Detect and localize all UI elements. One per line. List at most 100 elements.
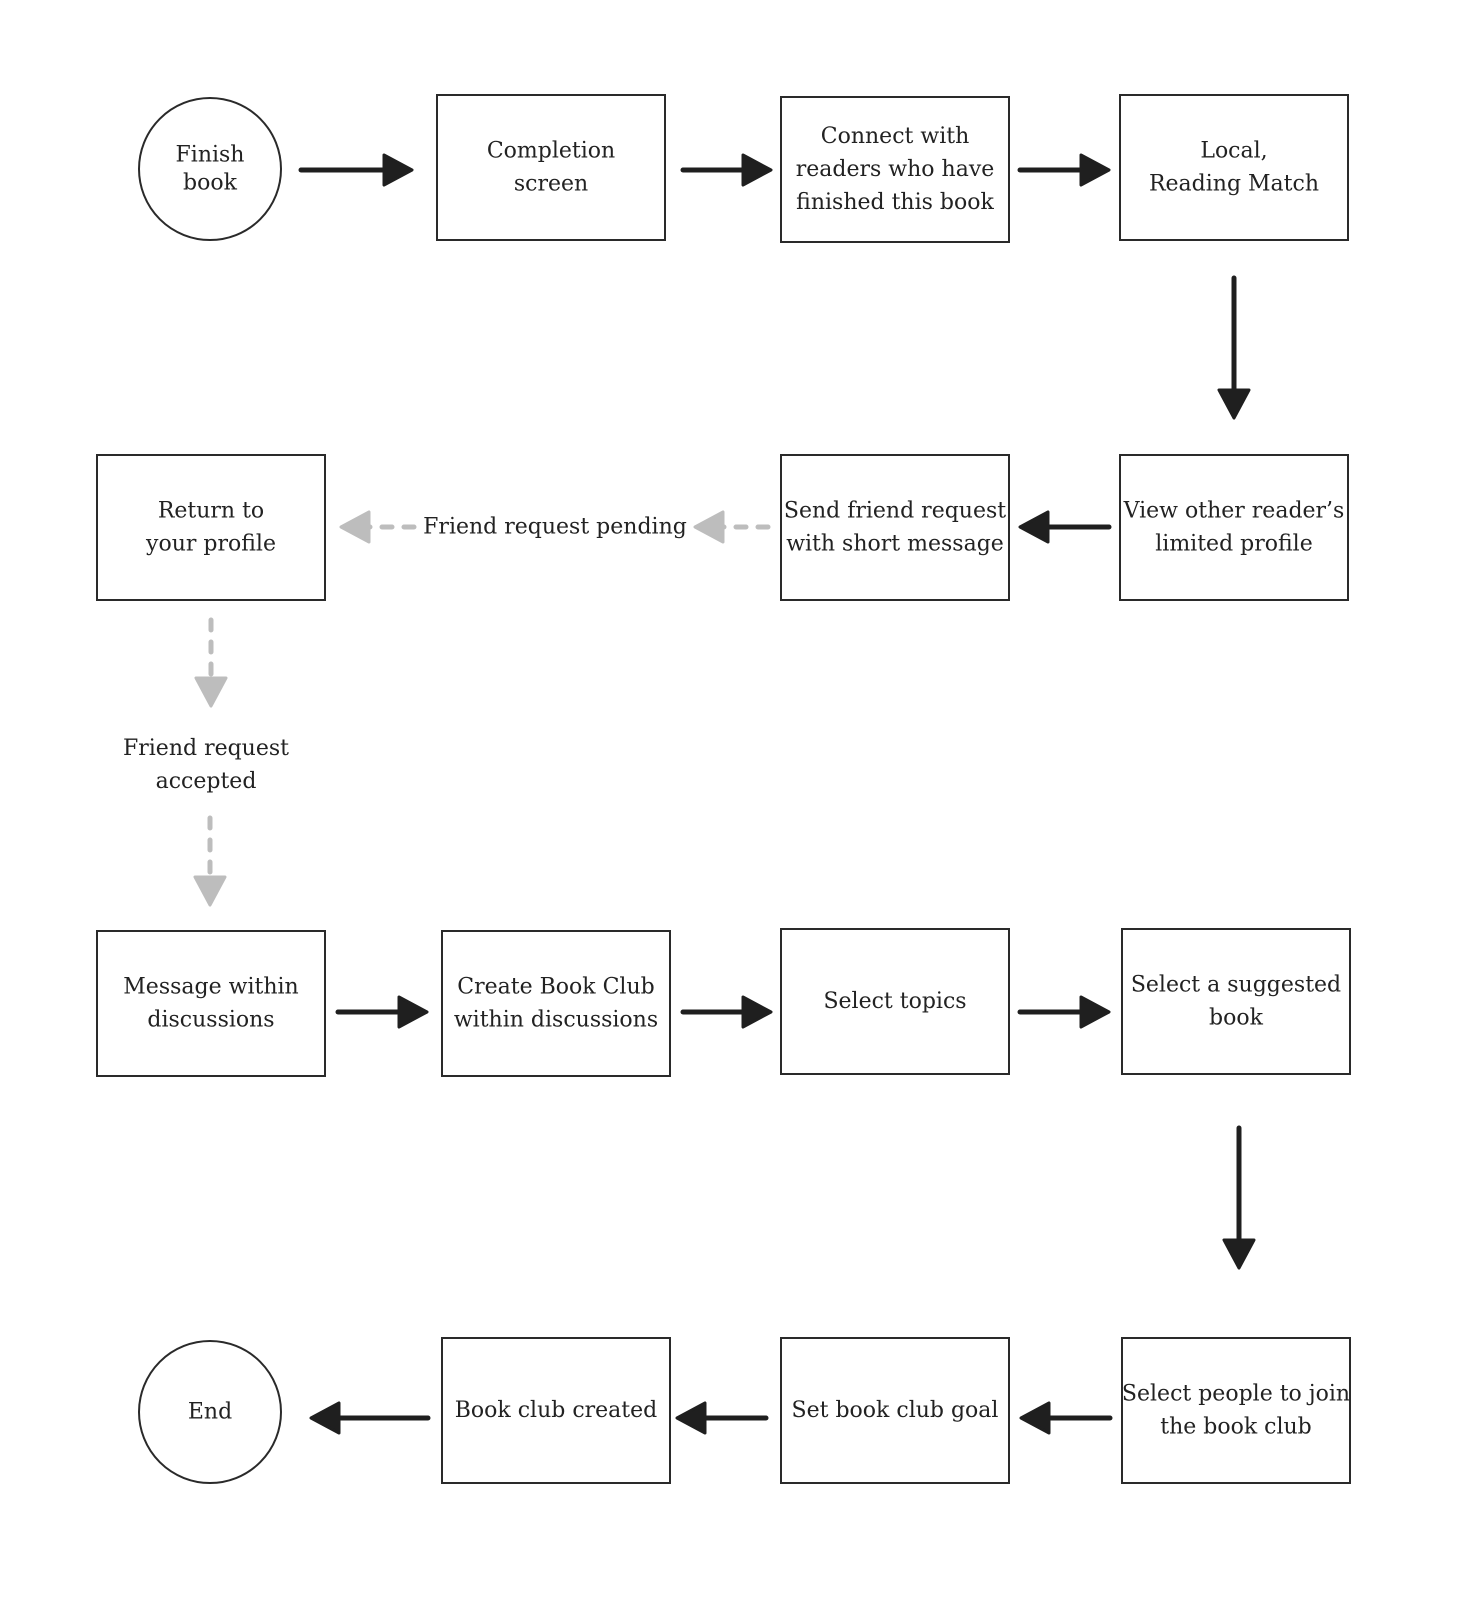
book-club-created-line-1: Book club created xyxy=(455,1398,658,1423)
arrow-return-to-profile-to-friend-request-accepted xyxy=(194,617,228,708)
connect-readers-box xyxy=(780,96,1010,243)
send-friend-request-line-2: with short message xyxy=(786,532,1004,557)
arrowhead-icon xyxy=(309,1401,341,1435)
friend-request-accepted-line-1: Friend request xyxy=(123,736,289,761)
edges-layer xyxy=(193,153,1256,1435)
local-reading-match-box xyxy=(1119,94,1349,241)
completion-screen-box xyxy=(436,94,666,241)
set-book-club-goal-node: Set book club goal xyxy=(780,1337,1010,1484)
book-club-created-text: Book club created xyxy=(455,1398,658,1423)
arrowhead-icon xyxy=(741,995,773,1029)
finish-book-node: Finish book xyxy=(138,97,282,241)
set-book-club-goal-box xyxy=(780,1337,1010,1484)
arrow-send-friend-request-to-friend-request-pending xyxy=(693,510,771,544)
arrowhead-icon xyxy=(741,153,773,187)
arrowhead-icon xyxy=(1222,1238,1256,1270)
arrow-view-limited-profile-to-send-friend-request xyxy=(1018,510,1112,544)
connect-readers-text: Connect with readers who have finished thi… xyxy=(796,124,995,215)
view-limited-profile-text: View other reader’s limited profile xyxy=(1123,499,1345,557)
arrow-friend-request-pending-to-return-to-profile xyxy=(339,510,417,544)
arrow-select-suggested-book-to-select-people xyxy=(1222,1125,1256,1270)
create-book-club-line-2: within discussions xyxy=(454,1008,658,1033)
send-friend-request-text: Send friend request with short message xyxy=(784,499,1006,557)
arrowhead-icon xyxy=(339,510,371,544)
create-book-club-text: Create Book Club within discussions xyxy=(454,975,658,1033)
return-to-profile-node: Return to your profile xyxy=(96,454,326,601)
arrow-set-book-club-goal-to-book-club-created xyxy=(675,1401,769,1435)
friend-request-pending-label: Friend request pending xyxy=(423,515,687,540)
connect-readers-line-2: readers who have xyxy=(796,157,995,182)
select-suggested-book-box xyxy=(1121,928,1351,1075)
arrowhead-icon xyxy=(397,995,429,1029)
completion-screen-line-1: Completion xyxy=(487,139,615,164)
arrow-local-reading-match-to-view-limited-profile xyxy=(1217,275,1251,420)
completion-screen-node: Completion screen xyxy=(436,94,666,241)
arrow-finish-book-to-completion-screen xyxy=(298,153,414,187)
select-topics-node: Select topics xyxy=(780,928,1010,1075)
nodes-layer: Finish book Completion screen Connect with re… xyxy=(96,94,1351,1484)
select-topics-line-1: Select topics xyxy=(823,989,966,1014)
completion-screen-text: Completion screen xyxy=(487,139,615,197)
message-within-discussions-line-2: discussions xyxy=(147,1008,274,1033)
book-club-created-box xyxy=(441,1337,671,1484)
view-limited-profile-node: View other reader’s limited profile xyxy=(1119,454,1349,601)
arrowhead-icon xyxy=(675,1401,707,1435)
friend-request-pending-line-1: Friend request pending xyxy=(423,515,687,540)
select-suggested-book-line-1: Select a suggested xyxy=(1131,973,1341,998)
select-people-node: Select people to join the book club xyxy=(1121,1337,1351,1484)
select-topics-text: Select topics xyxy=(823,989,966,1014)
select-people-box xyxy=(1121,1337,1351,1484)
completion-screen-line-2: screen xyxy=(514,172,588,197)
finish-book-line-2: book xyxy=(183,171,238,196)
create-book-club-line-1: Create Book Club xyxy=(457,975,654,1000)
local-reading-match-line-2: Reading Match xyxy=(1149,172,1319,197)
finish-book-line-1: Finish xyxy=(176,143,245,168)
return-to-profile-line-2: your profile xyxy=(145,532,276,557)
arrowhead-icon xyxy=(1217,388,1251,420)
arrowhead-icon xyxy=(1019,1401,1051,1435)
arrow-completion-screen-to-connect-readers xyxy=(680,153,773,187)
return-to-profile-text: Return to your profile xyxy=(145,499,276,557)
return-to-profile-line-1: Return to xyxy=(158,499,264,524)
arrowhead-icon xyxy=(382,153,414,187)
local-reading-match-node: Local, Reading Match xyxy=(1119,94,1349,241)
view-limited-profile-line-1: View other reader’s xyxy=(1123,499,1345,524)
select-people-line-2: the book club xyxy=(1160,1415,1312,1440)
arrow-book-club-created-to-end xyxy=(309,1401,431,1435)
connect-readers-node: Connect with readers who have finished thi… xyxy=(780,96,1010,243)
send-friend-request-box xyxy=(780,454,1010,601)
friend-request-pending-text: Friend request pending xyxy=(423,515,687,540)
finish-book-circle xyxy=(138,97,282,241)
end-line-1: End xyxy=(188,1400,232,1425)
select-people-text: Select people to join the book club xyxy=(1122,1382,1350,1440)
arrowhead-icon xyxy=(693,510,725,544)
create-book-club-box xyxy=(441,930,671,1077)
create-book-club-node: Create Book Club within discussions xyxy=(441,930,671,1077)
select-suggested-book-line-2: book xyxy=(1209,1006,1264,1031)
arrowhead-icon xyxy=(1018,510,1050,544)
arrowhead-icon xyxy=(1079,153,1111,187)
arrowhead-icon xyxy=(1079,995,1111,1029)
set-book-club-goal-line-1: Set book club goal xyxy=(792,1398,999,1423)
view-limited-profile-line-2: limited profile xyxy=(1155,532,1312,557)
select-people-line-1: Select people to join xyxy=(1122,1382,1350,1407)
select-suggested-book-node: Select a suggested book xyxy=(1121,928,1351,1075)
arrow-connect-readers-to-local-reading-match xyxy=(1017,153,1111,187)
view-limited-profile-box xyxy=(1119,454,1349,601)
set-book-club-goal-text: Set book club goal xyxy=(792,1398,999,1423)
connect-readers-line-1: Connect with xyxy=(821,124,969,149)
return-to-profile-box xyxy=(96,454,326,601)
end-node: End xyxy=(138,1340,282,1484)
send-friend-request-line-1: Send friend request xyxy=(784,499,1006,524)
local-reading-match-line-1: Local, xyxy=(1200,139,1267,164)
connect-readers-line-3: finished this book xyxy=(796,190,994,215)
select-topics-box xyxy=(780,928,1010,1075)
message-within-discussions-box xyxy=(96,930,326,1077)
arrow-select-people-to-set-book-club-goal xyxy=(1019,1401,1113,1435)
arrow-message-within-discussions-to-create-book-club xyxy=(335,995,429,1029)
